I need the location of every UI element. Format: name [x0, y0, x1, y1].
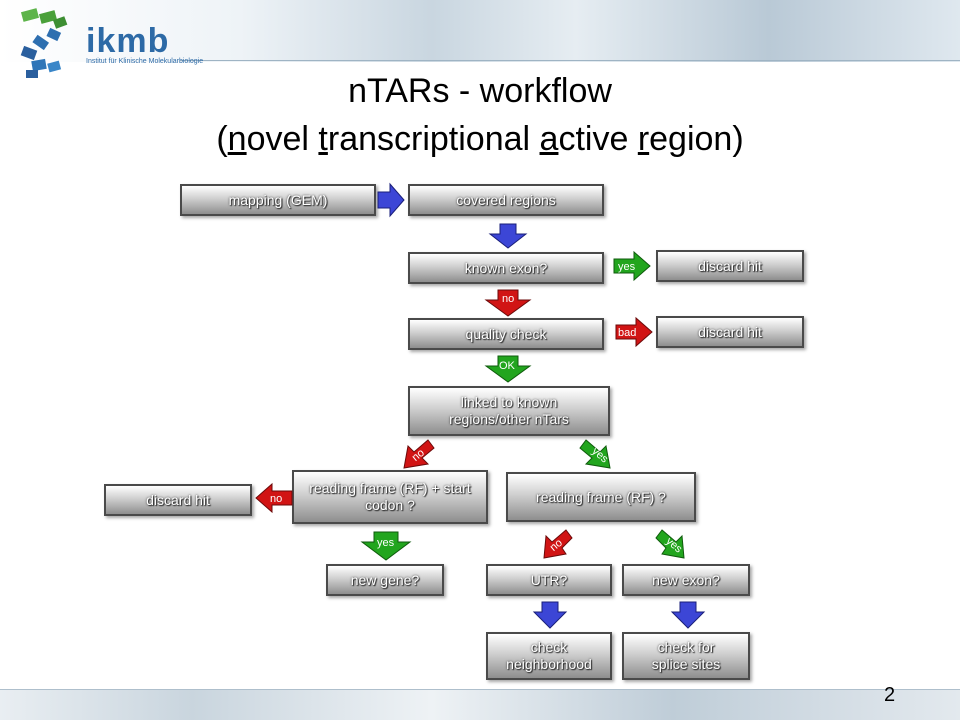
label-no: no [502, 293, 514, 305]
arrow-down-blue-1 [488, 223, 528, 249]
footer-rule [0, 689, 960, 690]
discard-hit-box-3: discard hit [104, 484, 252, 516]
logo-subtitle: Institut für Klinische Molekularbiologie [86, 58, 204, 65]
arrow-no-rf: no [543, 529, 573, 559]
page-number: 2 [884, 684, 896, 706]
new-gene-box: new gene? [326, 564, 444, 596]
arrow-yes-known-exon: yes [613, 250, 651, 282]
discard-hit-box-2: discard hit [656, 316, 804, 348]
check-splice-sites-box: check for splice sites [622, 632, 750, 680]
arrow-ok-quality: OK [484, 355, 532, 383]
header-banner [0, 0, 960, 62]
title-line-2: (novel transcriptional active region) [0, 120, 960, 159]
arrow-yes-linked: yes [579, 439, 611, 469]
title-line-1: nTARs - workflow [348, 72, 612, 110]
arrow-right-blue [377, 182, 405, 218]
label-yes: yes [618, 261, 636, 273]
logo-text: ikmb [86, 22, 170, 60]
mapping-box: mapping (GEM) [180, 184, 376, 216]
title-part: ( [216, 120, 228, 158]
rf-start-codon-box: reading frame (RF) + start codon ? [292, 470, 488, 524]
arrow-down-blue-utr [532, 601, 568, 629]
known-exon-box: known exon? [408, 252, 604, 284]
label-yes: yes [377, 537, 395, 549]
arrow-yes-rf: yes [655, 529, 685, 559]
title-part: ctive [558, 120, 638, 158]
arrow-yes-rf-start: yes [360, 531, 412, 561]
label-no: no [270, 493, 282, 505]
arrow-no-known-exon: no [484, 289, 532, 317]
discard-hit-box-1: discard hit [656, 250, 804, 282]
rf-box: reading frame (RF) ? [506, 472, 696, 522]
new-exon-box: new exon? [622, 564, 750, 596]
title-initial-r: r [637, 120, 650, 158]
utr-box: UTR? [486, 564, 612, 596]
arrow-no-rf-start: no [255, 482, 293, 514]
title-part: egion) [649, 120, 744, 158]
dna-logo-icon [20, 8, 68, 78]
title-part: ovel [246, 120, 319, 158]
arrow-no-linked: no [403, 439, 435, 469]
title-initial-n: n [227, 120, 247, 158]
label-ok: OK [499, 360, 516, 372]
title-part: ranscriptional [327, 120, 540, 158]
arrow-down-blue-exon [670, 601, 706, 629]
title-initial-a: a [539, 120, 559, 158]
arrow-bad-quality: bad [615, 316, 653, 348]
title-initial-t: t [318, 120, 328, 158]
linked-regions-box: linked to known regions/other nTars [408, 386, 610, 436]
footer-banner [0, 690, 960, 720]
header-rule [180, 60, 960, 61]
check-neighborhood-box: check neighborhood [486, 632, 612, 680]
quality-check-box: quality check [408, 318, 604, 350]
ikmb-logo: ikmb Institut für Klinische Molekularbio… [18, 8, 203, 82]
label-bad: bad [618, 327, 636, 339]
covered-regions-box: covered regions [408, 184, 604, 216]
